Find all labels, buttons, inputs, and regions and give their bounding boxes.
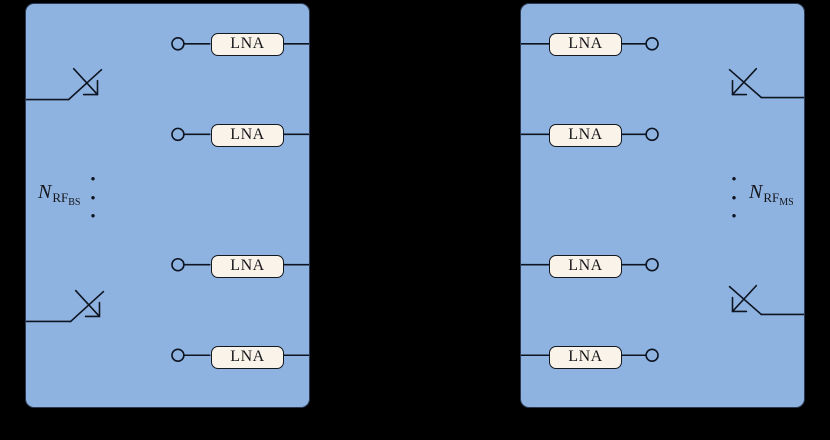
lna-row-wires: [171, 127, 309, 142]
lna-row-wires: [171, 37, 309, 51]
dot: •: [731, 172, 737, 188]
lna-box: LNA: [211, 254, 284, 278]
arrowhead: [82, 79, 99, 96]
dot: •: [731, 209, 737, 225]
lna-row-wires: [521, 37, 659, 51]
port-circle: [645, 37, 659, 51]
antenna-icon: [26, 67, 103, 101]
arrowhead: [731, 296, 748, 313]
lna-row-wires: [521, 348, 659, 363]
ms-subscript: MS: [779, 197, 794, 208]
n-symbol: N: [749, 181, 763, 203]
lna-box: LNA: [549, 123, 622, 147]
antenna-icon: [26, 289, 105, 323]
port-circle: [171, 257, 185, 272]
arrowhead: [84, 301, 101, 318]
lna-box: LNA: [211, 345, 284, 369]
arrow-shaft: [731, 284, 758, 313]
bs-subscript: BS: [68, 197, 81, 208]
lna-row-wires: [521, 257, 659, 272]
lna-box: LNA: [549, 345, 622, 369]
lna-box: LNA: [549, 254, 622, 278]
antenna-line: [69, 290, 105, 323]
lna-row-wires: [171, 348, 309, 363]
lna-row-wires: [171, 257, 309, 272]
antenna-line: [728, 68, 763, 99]
arrow-shaft: [731, 67, 758, 96]
n-symbol: N: [38, 181, 52, 203]
arrow-shaft: [72, 67, 99, 96]
vertical-ellipsis-dots: • • •: [728, 171, 740, 227]
rf-subscript: RF: [763, 190, 780, 205]
port-circle: [171, 127, 185, 142]
port-circle: [645, 348, 659, 363]
lna-row-wires: [521, 127, 659, 142]
arrowhead: [731, 79, 748, 96]
dot: •: [90, 172, 96, 188]
ms-wire-layer: [521, 37, 804, 363]
antenna-icon: [728, 284, 804, 316]
bs-panel: LNA LNA LNA LNA NRFBS • • •: [25, 3, 310, 408]
bs-wire-layer: [26, 37, 309, 363]
port-circle: [645, 127, 659, 142]
lna-box: LNA: [211, 123, 284, 147]
antenna-line: [67, 68, 103, 101]
vertical-ellipsis-dots: • • •: [87, 171, 99, 227]
port-circle: [171, 37, 185, 51]
dot: •: [731, 190, 737, 207]
dot: •: [90, 209, 96, 225]
dot: •: [90, 190, 96, 207]
lna-box: LNA: [211, 32, 284, 56]
port-circle: [171, 348, 185, 363]
port-circle: [645, 257, 659, 272]
antenna-line: [728, 285, 763, 316]
antenna-icon: [728, 67, 804, 99]
rf-subscript: RF: [52, 190, 69, 205]
ms-panel: LNA LNA LNA LNA NRFMS • • •: [520, 3, 805, 408]
rf-chains-count-label: NRFBS: [38, 180, 80, 215]
lna-box: LNA: [549, 32, 622, 56]
rf-chains-count-label: NRFMS: [749, 180, 794, 215]
arrow-shaft: [74, 289, 101, 318]
